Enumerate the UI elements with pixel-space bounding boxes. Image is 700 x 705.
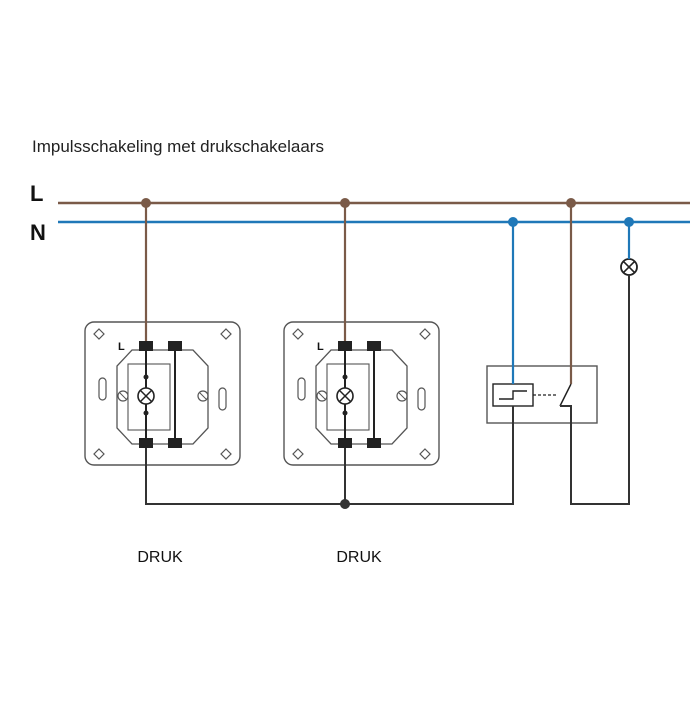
mount-slot [417,387,426,411]
mount-diamond-icon [93,448,105,460]
junction-dot [340,198,350,208]
terminal [367,438,381,448]
mount-diamond-icon [419,448,431,460]
junction-dot [566,198,576,208]
terminal [139,341,153,351]
switch-1-caption: DRUK [137,549,183,566]
neutral-bus-label: N [30,220,46,245]
mount-slot [218,387,227,411]
diagram-title: Impulsschakeling met drukschakelaars [32,137,324,156]
switch-2-plate [283,321,440,466]
switched-wire-coil [145,406,514,505]
terminal [338,341,352,351]
junction-dot [624,217,634,227]
mount-diamond-icon [292,328,304,340]
mount-diamond-icon [292,448,304,460]
mount-slot [98,377,107,401]
junction-dot [141,198,151,208]
terminal [139,438,153,448]
switch-1-plate [84,321,241,466]
mount-diamond-icon [93,328,105,340]
lamp [620,258,638,276]
switch-2-caption: DRUK [336,549,382,566]
junction-dot [340,499,350,509]
terminal [338,438,352,448]
line-bus-label: L [30,181,43,206]
relay-to-lamp-wire [560,275,630,505]
mount-diamond-icon [220,448,232,460]
push-switch-2: L [283,321,440,466]
mount-slot [297,377,306,401]
terminal [168,341,182,351]
switch-2-mechanism [315,349,408,445]
switch-2-terminal-label: L [317,341,324,353]
impulse-relay [486,365,598,424]
push-switch-1: L [84,321,241,466]
switch-1-mechanism [116,349,209,445]
mount-diamond-icon [419,328,431,340]
junction-dot [508,217,518,227]
mount-diamond-icon [220,328,232,340]
switch-1-terminal-label: L [118,341,125,353]
terminal [168,438,182,448]
relay-contact-icon [559,383,572,407]
terminal [367,341,381,351]
impulse-relay-body [486,365,598,424]
